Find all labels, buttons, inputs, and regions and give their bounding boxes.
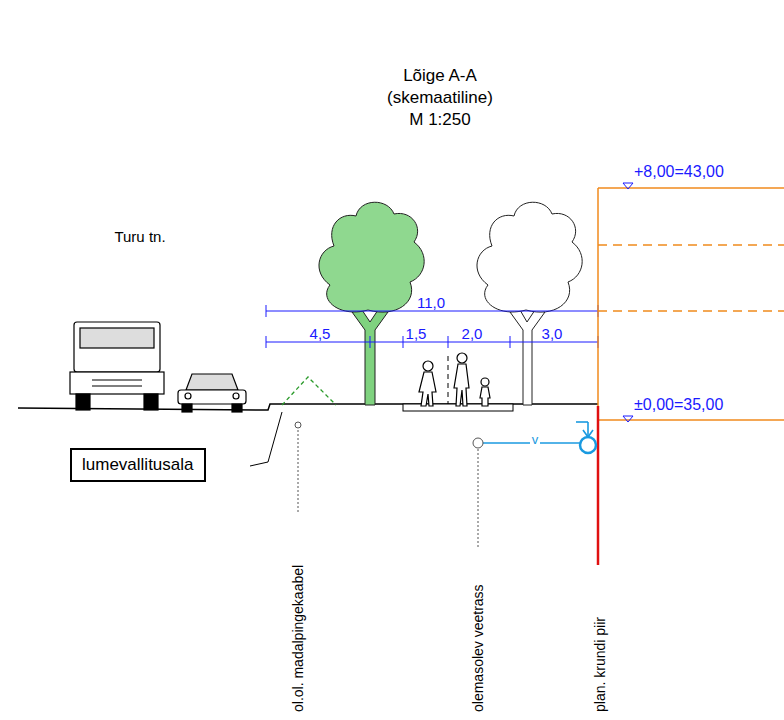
scale-note: M 1:250 <box>409 110 470 130</box>
ground-line <box>18 404 598 410</box>
building-outline <box>598 188 784 420</box>
utility-label: ol.ol. madalpingekaabel <box>290 565 306 712</box>
plot-boundary <box>597 406 600 565</box>
level-marker <box>623 416 633 422</box>
snow-mound <box>282 377 336 405</box>
dimension-value: 4,5 <box>310 325 331 342</box>
dimension-value: 11,0 <box>417 294 445 311</box>
dimension-value: 3,0 <box>542 325 563 342</box>
level-label: ±0,00=35,00 <box>634 396 723 414</box>
dimension-value: 2,0 <box>462 325 483 342</box>
pipe-label: v <box>530 433 541 448</box>
tree-green <box>319 202 424 405</box>
street-name: Turu tn. <box>114 228 165 245</box>
callout-text: lumevallitusala <box>82 455 194 475</box>
leader-lines <box>250 412 478 548</box>
boundary-label: plan. krundi piir <box>592 617 608 712</box>
callout-box: lumevallitusala <box>70 448 206 482</box>
pedestrians <box>419 353 490 406</box>
subtitle: (skemaatiline) <box>387 88 493 108</box>
water-pipe <box>473 422 596 453</box>
level-label: +8,00=43,00 <box>634 163 724 181</box>
car-symbol <box>178 374 246 412</box>
dimension-value: 1,5 <box>406 325 427 342</box>
cable-symbol <box>295 422 301 428</box>
diagram-title: Lõige A-A <box>403 66 477 86</box>
utility-label: olemasolev veetrass <box>470 584 486 712</box>
truck-symbol <box>70 322 164 410</box>
dimension-lines <box>266 305 598 348</box>
level-marker <box>623 183 633 189</box>
tree-white <box>477 202 582 405</box>
